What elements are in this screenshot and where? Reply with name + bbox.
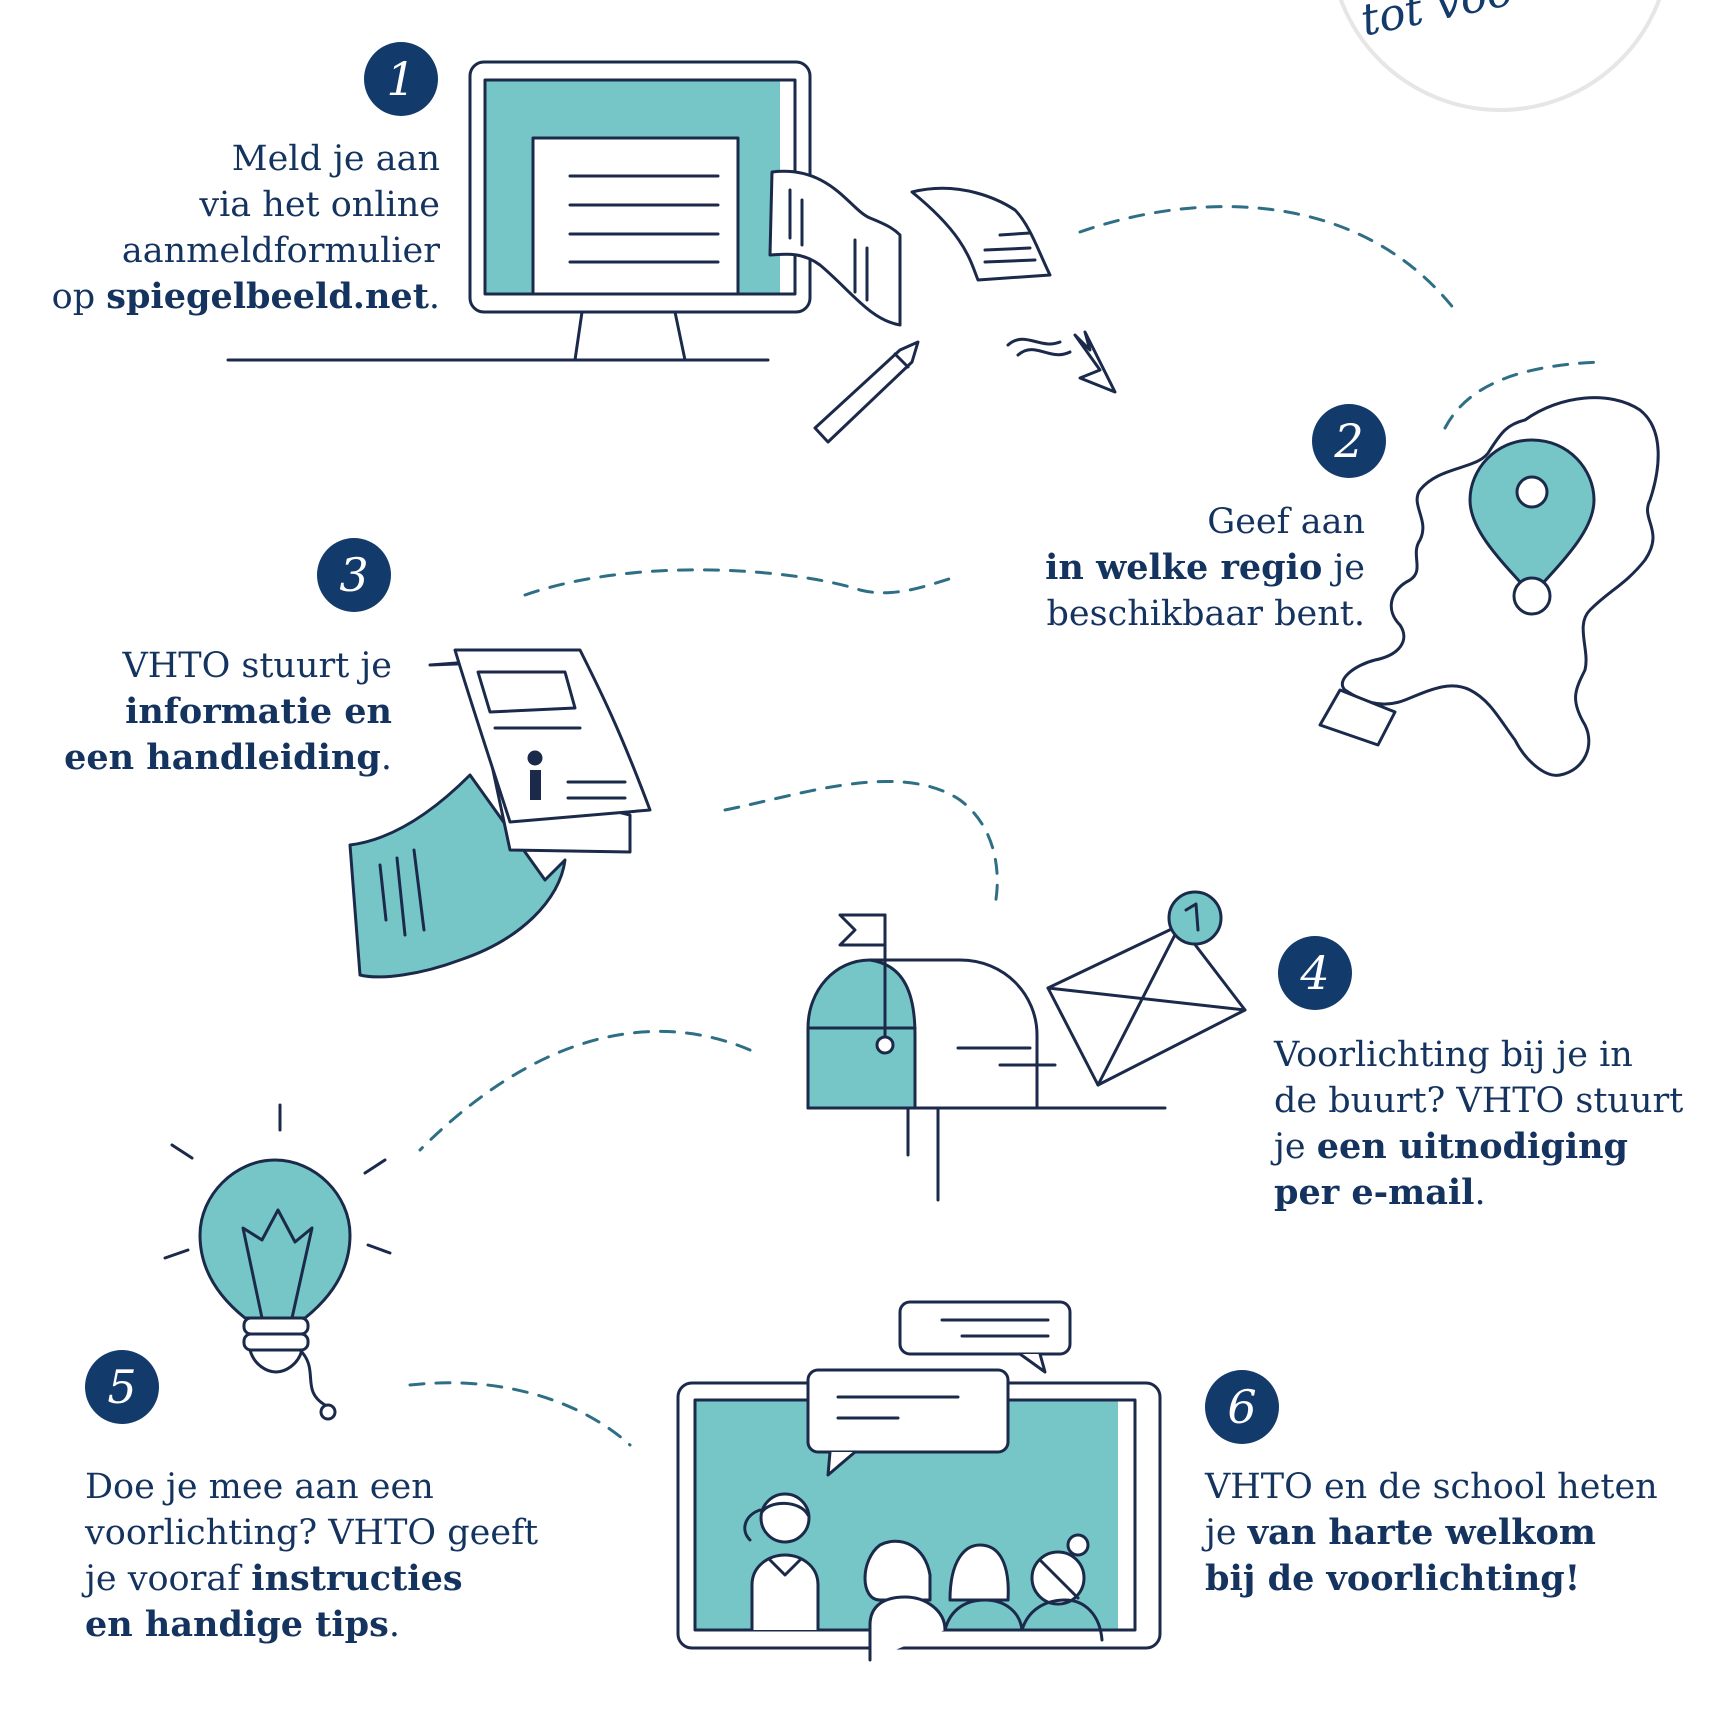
step-2-end: je: [1322, 548, 1365, 588]
step-4-line-1: Voorlichting bij je in: [1274, 1035, 1633, 1075]
location-pin-icon: [1468, 438, 1596, 616]
step-6-bold-2: bij de voorlichting!: [1205, 1558, 1581, 1599]
step-3-line-1: VHTO stuurt je: [122, 646, 392, 686]
step-number-3: 3: [317, 538, 391, 612]
step-2-line-1: Geef aan: [1207, 502, 1365, 542]
step-4-bold-1: een uitnodiging: [1316, 1126, 1629, 1167]
step-1-end: .: [428, 277, 440, 317]
step-number-5: 5: [85, 1350, 159, 1424]
step-4-line-2: de buurt? VHTO stuurt: [1274, 1081, 1684, 1121]
step-6-text: VHTO en de school heten je van harte wel…: [1205, 1464, 1658, 1602]
step-5-line-3: je vooraf instructies: [85, 1556, 538, 1602]
step-4-text: Voorlichting bij je in de buurt? VHTO st…: [1274, 1032, 1683, 1216]
step-1-text: Meld je aan via het online aanmeldformul…: [52, 136, 440, 320]
speech-bubble-icon: [806, 1300, 1072, 1477]
step-6-line-2: je van harte welkom: [1205, 1510, 1658, 1556]
step-3-end: .: [380, 738, 392, 778]
step-2-text: Geef aan in welke regio je beschikbaar b…: [1045, 499, 1365, 637]
step-4-end: .: [1474, 1173, 1486, 1213]
step-6-line-3: bij de voorlichting!: [1205, 1556, 1658, 1602]
arrow-icon: [1006, 330, 1117, 394]
step-number-4: 4: [1278, 936, 1352, 1010]
step-4-plain: je: [1274, 1127, 1317, 1167]
notification-badge-icon: [1167, 890, 1223, 946]
step-1-line-3: aanmeldformulier: [121, 231, 440, 271]
step-3-line-3: een handleiding.: [64, 735, 392, 781]
step-4-line-4: per e-mail.: [1274, 1170, 1683, 1216]
step-4-bold-2: per e-mail: [1274, 1172, 1475, 1213]
step-5-text: Doe je mee aan een voorlichting? VHTO ge…: [85, 1464, 538, 1648]
step-number-1: 1: [364, 42, 438, 116]
step-1-plain: op: [51, 277, 107, 317]
step-5-plain: je vooraf: [85, 1559, 252, 1599]
step-6-plain: je: [1205, 1513, 1248, 1553]
step-5-end: .: [388, 1605, 400, 1645]
step-3-bold-2: een handleiding: [64, 737, 381, 778]
step-5-bold-1: instructies: [251, 1558, 463, 1599]
corner-badge-circle: [1338, 0, 1662, 112]
classroom-screen-icon: [676, 1381, 1162, 1662]
hand-icon: [348, 773, 567, 979]
dashed-path: [408, 205, 1602, 1447]
info-document-icon: [428, 648, 652, 854]
step-3-bold-1: informatie en: [125, 691, 392, 732]
step-number-2: 2: [1312, 404, 1386, 478]
step-1-line-2: via het online: [199, 185, 440, 225]
mailbox-icon: [806, 913, 1167, 1202]
step-6-bold-1: van harte welkom: [1247, 1512, 1596, 1553]
lightbulb-icon: [163, 1103, 392, 1421]
step-number-6: 6: [1205, 1370, 1279, 1444]
step-2-bold: in welke regio: [1045, 547, 1323, 588]
pencil-icon: [813, 340, 920, 444]
step-4-line-3: je een uitnodiging: [1274, 1124, 1683, 1170]
step-6-line-1: VHTO en de school heten: [1205, 1467, 1658, 1507]
envelope-icon: [1046, 923, 1247, 1087]
step-1-line-4: op spiegelbeeld.net.: [52, 274, 440, 320]
step-1-line-1: Meld je aan: [231, 139, 440, 179]
step-5-line-4: en handige tips.: [85, 1602, 538, 1648]
step-5-bold-2: en handige tips: [85, 1604, 389, 1645]
step-5-line-1: Doe je mee aan een: [85, 1467, 434, 1507]
step-3-line-2: informatie en: [64, 689, 392, 735]
step-3-text: VHTO stuurt je informatie en een handlei…: [64, 643, 392, 781]
step-2-line-2: in welke regio je: [1045, 545, 1365, 591]
step-2-line-3: beschikbaar bent.: [1046, 594, 1365, 634]
step-5-line-2: voorlichting? VHTO geeft: [85, 1513, 539, 1553]
step-1-website-link[interactable]: spiegelbeeld.net: [106, 276, 429, 317]
document-icon: [531, 136, 1052, 327]
